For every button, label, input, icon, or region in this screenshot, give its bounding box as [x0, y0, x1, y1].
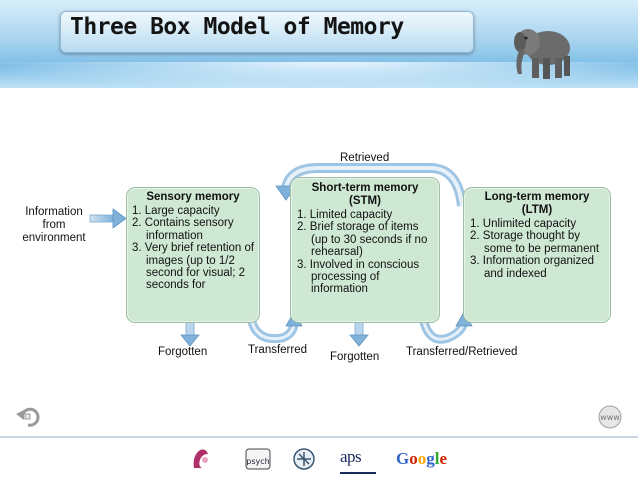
google-letter: G: [396, 449, 410, 468]
input-label: Information from environment: [22, 206, 86, 244]
list-item: 1. Unlimited capacity: [470, 218, 577, 230]
google-letter: l: [434, 449, 440, 468]
input-arrow: [89, 208, 127, 229]
society-logo-icon: [293, 448, 315, 470]
footer-divider: [0, 436, 638, 438]
long-term-memory-list: 1. Unlimited capacity 2. Storage thought…: [470, 218, 608, 280]
long-term-memory-box: [463, 187, 611, 323]
list-item: 2. Brief storage of items (up to 30 seco…: [297, 221, 428, 259]
google-letter: o: [417, 449, 427, 468]
google-letter: o: [409, 449, 418, 468]
long-term-memory-title: Long-term memory (LTM): [484, 191, 590, 216]
forgotten-label-1: Forgotten: [158, 346, 208, 358]
list-item: 1. Large capacity: [132, 205, 220, 217]
list-item: 2. Contains sensory information: [132, 217, 234, 242]
slide-title: Three Box Model of Memory: [70, 14, 404, 40]
google-letter: e: [439, 449, 448, 468]
elephant-icon: [514, 29, 570, 79]
google-logo: Google: [396, 449, 447, 469]
list-item: 3. Very brief retention of images (up to…: [132, 242, 255, 292]
sensory-memory-list: 1. Large capacity 2. Contains sensory in…: [132, 205, 258, 292]
apa-logo-icon: [193, 449, 208, 468]
google-letter: g: [426, 449, 435, 468]
transferred-retrieved-label: Transferred/Retrieved: [406, 346, 518, 358]
forgotten-arrow-2: [349, 321, 369, 347]
list-item: 3. Involved in conscious processing of i…: [297, 258, 420, 296]
transferred-label: Transferred: [248, 344, 308, 356]
list-item: 1. Limited capacity: [297, 209, 393, 221]
list-item: 3. Information organized and indexed: [470, 255, 595, 280]
short-term-memory-title: Short-term memory (STM): [311, 182, 419, 207]
header-wave: [0, 62, 638, 88]
sensory-memory-title: Sensory memory: [146, 191, 240, 203]
short-term-memory-box: [290, 177, 440, 323]
slide-header: Three Box Model of Memory: [0, 0, 638, 88]
back-arrow-icon[interactable]: [14, 404, 42, 430]
sensory-memory-box: [126, 187, 260, 323]
title-bar: [60, 11, 474, 53]
footer: [0, 438, 638, 479]
svg-text:psych: psych: [246, 457, 269, 466]
svg-text:www: www: [600, 413, 620, 422]
forgotten-arrow-1: [180, 321, 200, 347]
retrieved-label: Retrieved: [340, 152, 390, 164]
short-term-memory-list: 1. Limited capacity 2. Brief storage of …: [297, 209, 437, 296]
aps-logo: aps: [340, 446, 376, 474]
retrieved-arrow: [275, 163, 467, 207]
www-icon[interactable]: www: [596, 404, 624, 430]
list-item: 2. Storage thought by some to be permane…: [470, 230, 600, 255]
forgotten-label-2: Forgotten: [330, 351, 380, 363]
psych-logo-icon: psych: [245, 448, 271, 470]
